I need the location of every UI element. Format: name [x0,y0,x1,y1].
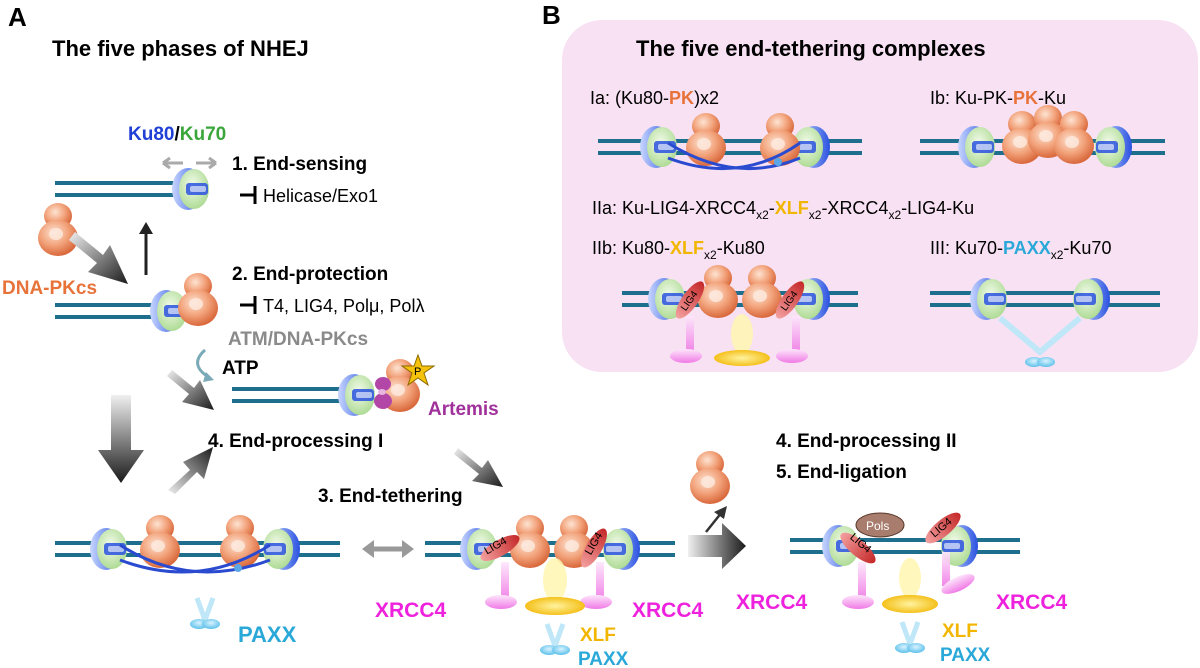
ku80-label: Ku80 [128,124,174,145]
flow-arrow-to-tethering [454,448,503,487]
complex-ib-ku-right [1095,126,1132,168]
inhibition-icon [240,186,257,204]
pols-label: Pols [866,519,889,533]
sliding-arrows-icon [162,156,217,170]
xlf-protein-middle [525,558,585,615]
dna-pkcs-bound-stage2 [178,273,218,326]
complex-ib-label: Ib: Ku-PK-PK-Ku [930,88,1066,108]
ku-label-separator: / [174,124,180,145]
panel-a-title: The five phases of NHEJ [52,36,309,61]
complex-ia-ku-left [640,126,677,168]
xrcc4-label-right-ligation: XRCC4 [996,591,1068,614]
step4b-label: 4. End-processing II [776,431,957,452]
complex-iii-label: III: Ku70-PAXXx2-Ku70 [930,238,1111,262]
xlf-protein-ligation [882,558,938,613]
step5-label: 5. End-ligation [776,462,907,483]
svg-text:Ku80/Ku70: Ku80/Ku70 [128,124,226,145]
atp-label: ATP [222,358,259,379]
ku-right-tether-xlf [603,528,640,570]
complex-iii-dna [930,291,1160,307]
panel-b-background [562,20,1198,372]
pols-protein: Pols [855,512,905,538]
xlf-label-ligation: XLF [942,621,978,642]
xrcc4-left-middle [485,562,517,609]
ku-heterodimer-artemis [338,374,375,416]
complex-iii-paxx [998,315,1082,367]
xlf-label-middle: XLF [580,625,616,646]
xrcc4-right-ligation [941,552,975,594]
complex-iii-ku-left [970,278,1007,320]
dna-pkcs-label: DNA-PKcs [2,278,97,299]
paxx-protein-ligation [895,622,925,653]
release-arrow [705,506,727,533]
equilibrium-arrow-icon [362,540,414,558]
artemis-protein [374,377,392,409]
flow-arrow-to-artemis [167,370,214,410]
dna-pkcs-free [38,203,78,256]
inhibition-icon [240,296,257,314]
complex-ib-ku-left [958,126,995,168]
ku-left-tether-pk [90,528,127,570]
xrcc4-right-middle [580,562,612,609]
paxx-protein-middle [540,624,570,655]
phosphate-star-icon: P [400,353,436,387]
complex-iib-label: IIb: Ku80-XLFx2-Ku80 [592,238,765,262]
phosphate-label: P [414,366,421,378]
step2-inhibits-label: T4, LIG4, Polμ, Polλ [263,296,424,316]
complex-iib-xlf [714,314,770,366]
xrcc4-label-left-ligation: XRCC4 [736,591,808,614]
ku70-label: Ku70 [180,124,226,145]
atm-dnapkcs-label: ATM/DNA-PKcs [228,329,368,350]
paxx-label-middle: PAXX [578,649,629,668]
artemis-label: Artemis [428,399,499,420]
dna-pkcs-released [690,451,730,504]
release-arrow-up [139,222,153,275]
complex-ia-label: Ia: (Ku80-PK)x2 [590,88,719,108]
step2-label: 2. End-protection [232,264,388,285]
xrcc4-left-ligation [842,562,874,609]
artemis-dna [232,387,360,403]
step4a-label: 4. End-processing I [208,431,383,452]
binding-arrow-down [69,232,128,284]
paxx-label-ligation: PAXX [940,645,991,666]
complex-iii-ku-right [1073,278,1110,320]
ku-right-tether-pk [263,528,300,570]
paxx-label-left: PAXX [238,622,297,647]
flow-arrow-down-left [98,395,144,483]
panel-a-letter: A [8,2,27,32]
step1-inhibits-label: Helicase/Exo1 [263,186,378,206]
panel-b-title: The five end-tethering complexes [636,36,986,61]
panel-b-letter: B [542,0,561,30]
step3-label: 3. End-tethering [318,486,463,507]
flow-arrow-right [688,523,746,569]
step1-label: 1. End-sensing [232,154,367,175]
complex-iia-label: IIa: Ku-LIG4-XRCC4x2-XLFx2-XRCC4x2-LIG4-… [592,198,974,222]
ku-heterodimer-stage1 [172,168,209,210]
xrcc4-label-right: XRCC4 [632,599,704,622]
flow-arrow-up-right [168,447,213,494]
paxx-protein-pk-tether [190,598,220,629]
phosphorylation-arrow-icon [196,348,214,382]
xrcc4-label-left: XRCC4 [375,599,447,622]
